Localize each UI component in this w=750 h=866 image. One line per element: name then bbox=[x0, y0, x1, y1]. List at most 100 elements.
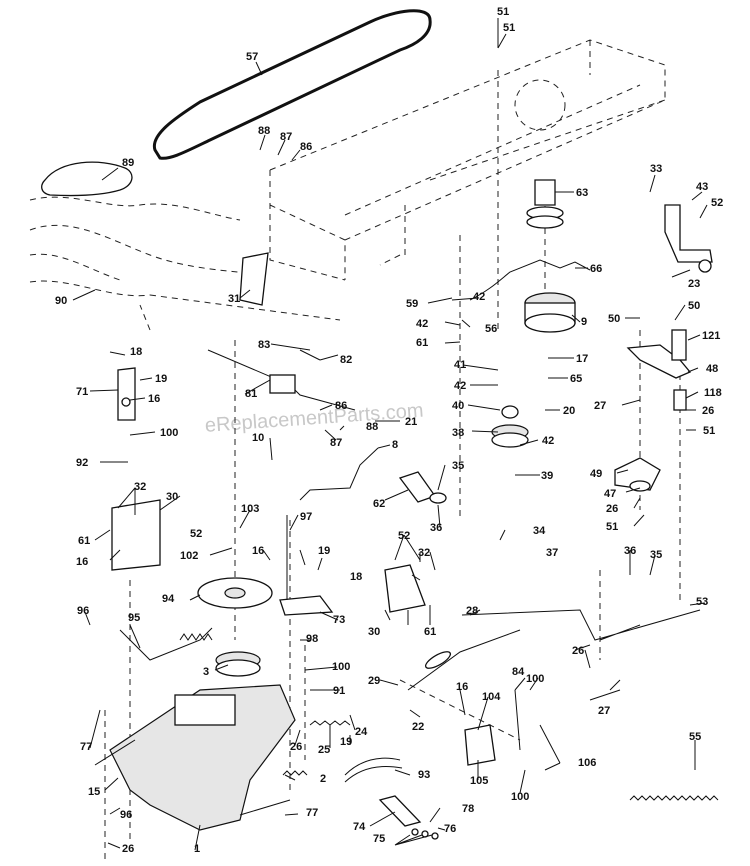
plate-30-left bbox=[111, 499, 161, 571]
callout-104: 104 bbox=[482, 691, 501, 703]
control-rod-8 bbox=[299, 447, 379, 501]
callout-55: 55 bbox=[689, 731, 701, 743]
callout-75: 75 bbox=[373, 833, 385, 845]
callout-21: 21 bbox=[405, 416, 417, 428]
callout-74: 74 bbox=[353, 821, 366, 833]
callout-16: 16 bbox=[148, 393, 160, 405]
callout-51: 51 bbox=[503, 22, 515, 34]
callout-61: 61 bbox=[78, 535, 90, 547]
callout-29: 29 bbox=[368, 675, 380, 687]
callout-27: 27 bbox=[598, 705, 610, 717]
callout-77: 77 bbox=[80, 741, 92, 753]
watermark: eReplacementParts.com bbox=[204, 400, 424, 437]
bracket-49 bbox=[614, 457, 661, 491]
callout-37: 37 bbox=[546, 547, 558, 559]
callout-83: 83 bbox=[258, 339, 270, 351]
callout-59: 59 bbox=[406, 298, 418, 310]
callout-89: 89 bbox=[122, 157, 134, 169]
callout-32: 32 bbox=[134, 481, 146, 493]
callout-42: 42 bbox=[473, 291, 485, 303]
callout-50: 50 bbox=[688, 300, 700, 312]
callout-63: 63 bbox=[576, 187, 588, 199]
callout-47: 47 bbox=[604, 488, 616, 500]
callout-105: 105 bbox=[470, 775, 488, 787]
callout-100: 100 bbox=[332, 661, 350, 673]
callout-87: 87 bbox=[280, 131, 292, 143]
callout-76: 76 bbox=[444, 823, 456, 835]
callout-96: 96 bbox=[77, 605, 89, 617]
plate-30-right bbox=[384, 564, 426, 613]
callout-19: 19 bbox=[155, 373, 167, 385]
fan-hub bbox=[224, 587, 246, 599]
spring-2 bbox=[282, 770, 308, 776]
callout-3: 3 bbox=[203, 666, 209, 678]
callout-57: 57 bbox=[246, 51, 258, 63]
callout-100: 100 bbox=[526, 673, 544, 685]
panel-31 bbox=[239, 252, 269, 306]
callout-42: 42 bbox=[416, 318, 428, 330]
pto-clutch-base bbox=[524, 313, 576, 333]
callout-42: 42 bbox=[542, 435, 554, 447]
callout-97: 97 bbox=[300, 511, 312, 523]
callout-36: 36 bbox=[624, 545, 636, 557]
callout-39: 39 bbox=[541, 470, 553, 482]
washer-35 bbox=[429, 492, 447, 504]
spring-55 bbox=[629, 795, 719, 801]
callout-35: 35 bbox=[650, 549, 662, 561]
callout-31: 31 bbox=[228, 293, 240, 305]
callout-22: 22 bbox=[412, 721, 424, 733]
callout-94: 94 bbox=[162, 593, 175, 605]
callout-40: 40 bbox=[452, 400, 464, 412]
callout-100: 100 bbox=[511, 791, 529, 803]
callout-71: 71 bbox=[76, 386, 88, 398]
callout-50: 50 bbox=[608, 313, 620, 325]
clutch-rod bbox=[469, 259, 591, 301]
callout-35: 35 bbox=[452, 460, 464, 472]
callout-18: 18 bbox=[350, 571, 362, 583]
callout-81: 81 bbox=[245, 388, 257, 400]
callout-77: 77 bbox=[306, 807, 318, 819]
shift-lever bbox=[119, 627, 213, 661]
callout-92: 92 bbox=[76, 457, 88, 469]
callout-34: 34 bbox=[533, 525, 546, 537]
callout-103: 103 bbox=[241, 503, 259, 515]
callout-48: 48 bbox=[706, 363, 718, 375]
callout-1: 1 bbox=[194, 843, 200, 855]
seat-cover bbox=[41, 161, 133, 197]
spring-95 bbox=[179, 633, 213, 641]
pulley-38-base bbox=[491, 432, 529, 448]
callout-16: 16 bbox=[456, 681, 468, 693]
callout-87: 87 bbox=[330, 437, 342, 449]
bracket-23 bbox=[664, 204, 713, 263]
input-pulley-base bbox=[215, 659, 261, 677]
callout-19: 19 bbox=[318, 545, 330, 557]
callout-84: 84 bbox=[512, 666, 525, 678]
callout-38: 38 bbox=[452, 427, 464, 439]
callout-41: 41 bbox=[454, 359, 466, 371]
callout-26: 26 bbox=[572, 645, 584, 657]
grip-22 bbox=[424, 651, 452, 669]
callout-52: 52 bbox=[398, 530, 410, 542]
callout-18: 18 bbox=[130, 346, 142, 358]
callout-30: 30 bbox=[166, 491, 178, 503]
drive-belt bbox=[152, 9, 432, 160]
bushing-121 bbox=[671, 329, 687, 361]
callout-52: 52 bbox=[190, 528, 202, 540]
callout-65: 65 bbox=[570, 373, 582, 385]
callout-106: 106 bbox=[578, 757, 596, 769]
callout-90: 90 bbox=[55, 295, 67, 307]
callout-9: 9 bbox=[581, 316, 587, 328]
callout-15: 15 bbox=[88, 786, 100, 798]
callout-49: 49 bbox=[590, 468, 602, 480]
callout-100: 100 bbox=[160, 427, 178, 439]
axle-shaft bbox=[94, 739, 291, 816]
callout-8: 8 bbox=[392, 439, 398, 451]
pulley-63 bbox=[534, 179, 556, 206]
callout-52: 52 bbox=[711, 197, 723, 209]
callout-95: 95 bbox=[128, 612, 140, 624]
callout-16: 16 bbox=[76, 556, 88, 568]
frame-outline bbox=[269, 39, 666, 281]
callout-98: 98 bbox=[306, 633, 318, 645]
